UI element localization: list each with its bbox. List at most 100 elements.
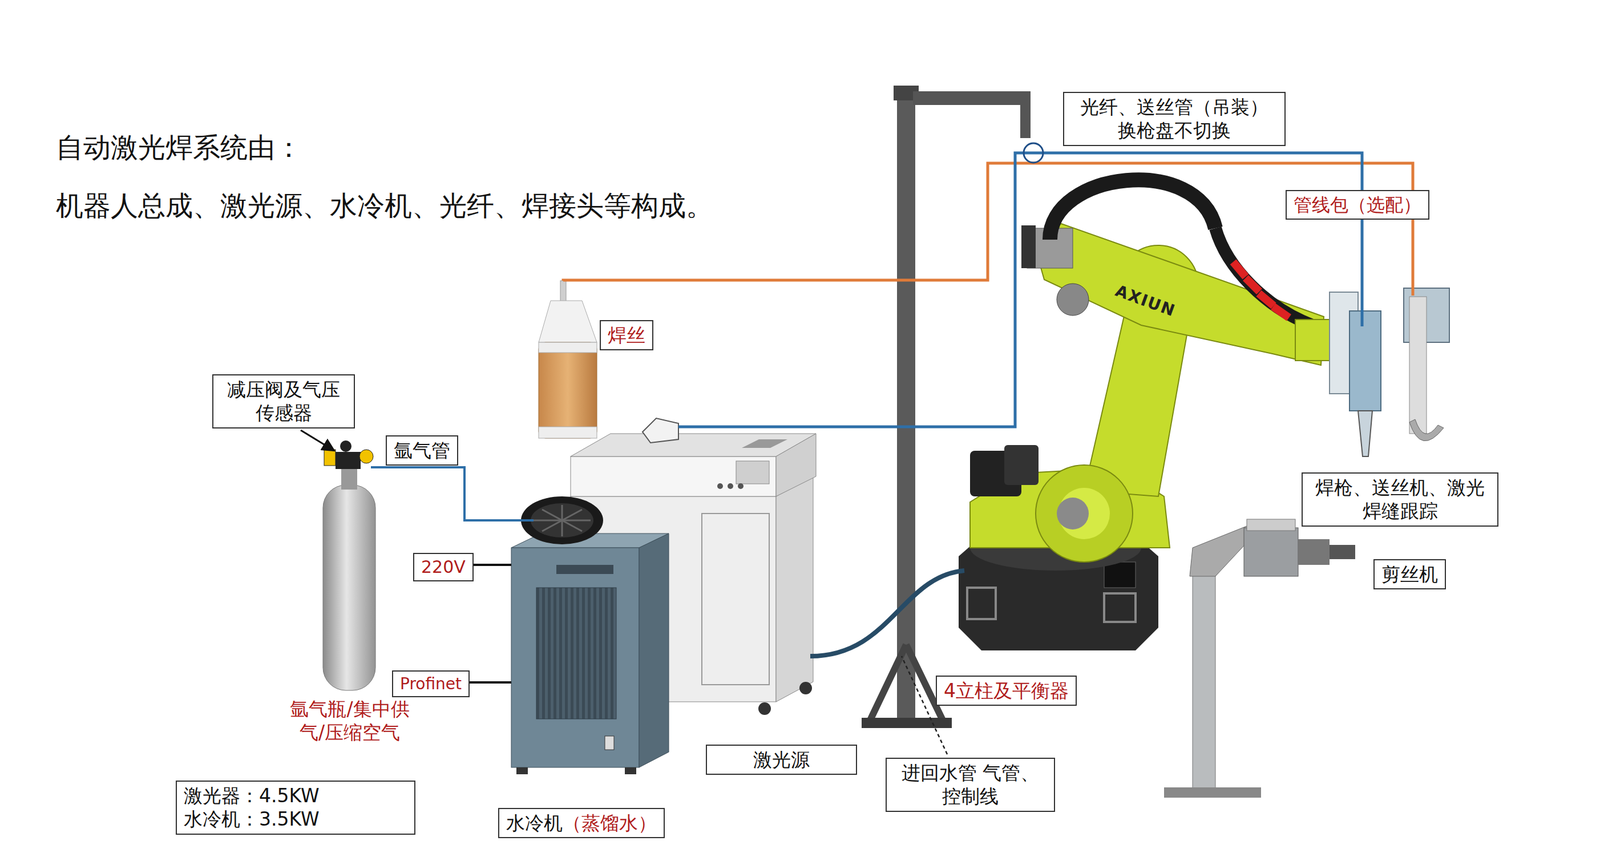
water-chiller	[511, 496, 669, 775]
weld-head	[1329, 288, 1450, 457]
pole-part	[1020, 104, 1031, 139]
pipes-and-wires-part	[678, 152, 1363, 427]
node-text: 水冷机	[506, 811, 563, 835]
callout-box: 减压阀及气压 传感器	[212, 374, 355, 429]
callout-box: 管线包（选配）	[1285, 190, 1430, 220]
robot-part	[1242, 275, 1263, 295]
laser-source-part	[701, 513, 770, 685]
subtitle: 机器人总成、激光源、水冷机、光纤、焊接头等构成。	[55, 188, 714, 223]
pipes-and-wires-part	[467, 681, 512, 684]
callout-box: 焊枪、送丝机、激光 焊缝跟踪	[1301, 472, 1499, 527]
wire-cutter	[1164, 519, 1356, 798]
part-label: 水冷机（蒸馏水）	[498, 807, 665, 839]
pipes-and-wires-part	[563, 163, 1413, 296]
node-text: Profinet	[400, 674, 462, 694]
water-chiller-part	[536, 587, 617, 719]
wire-cutter-part	[1246, 519, 1296, 531]
wire-cutter-part	[1192, 570, 1216, 789]
laser-source-part	[737, 483, 744, 490]
robot-part	[1230, 259, 1250, 280]
node-text: 激光源	[753, 748, 810, 771]
robot-part	[1295, 319, 1330, 361]
water-chiller-part	[542, 509, 583, 532]
title: 自动激光焊系统由：	[55, 130, 303, 165]
gas-cylinder-part	[340, 440, 352, 452]
node-text: 剪丝机	[1381, 563, 1438, 586]
wire-spool-part	[538, 342, 597, 439]
robot-part	[1032, 223, 1324, 366]
power-label: 220V	[413, 552, 474, 582]
laser-source-part	[642, 418, 679, 443]
laser-source-part	[727, 483, 734, 490]
node-text: 220V	[421, 556, 466, 577]
laser-source-part	[758, 702, 771, 715]
robot-part	[1104, 593, 1136, 622]
pipes-and-wires-part	[370, 467, 534, 521]
laser-source-part	[717, 483, 723, 490]
node-text: 焊丝	[607, 324, 646, 347]
gas-supply-label: 氩气瓶/集中供 气/压缩空气	[278, 697, 422, 745]
pipe-label: 氩气管	[385, 435, 459, 466]
wire-spool-part	[538, 426, 597, 439]
callout-box: 光纤、送丝管（吊装） 换枪盘不切换	[1063, 91, 1286, 147]
pipes-and-wires	[300, 143, 1413, 755]
robot-part	[1056, 283, 1089, 316]
robot-part	[1035, 465, 1133, 563]
node-text: 进回水管 气管、控制线	[901, 761, 1040, 808]
node-text: 焊枪、送丝机、激光 焊缝跟踪	[1315, 476, 1485, 523]
weld-head-part	[1409, 296, 1427, 434]
robot-part	[1004, 445, 1039, 486]
callout-box: 进回水管 气管、控制线	[885, 757, 1056, 812]
water-chiller-part	[639, 533, 669, 768]
wire-cutter-part	[1298, 539, 1330, 565]
weld-head-part	[1358, 410, 1373, 457]
wire-cutter-part	[1329, 544, 1356, 560]
wire-cutter-part	[1164, 787, 1262, 798]
laser-source-part	[776, 433, 816, 497]
node-text: 4立柱及平衡器	[943, 679, 1069, 702]
wire-cutter-part	[1243, 527, 1299, 577]
pipes-and-wires-part	[467, 563, 512, 567]
water-chiller-part	[556, 564, 614, 575]
laser-source-part	[570, 456, 777, 497]
node-text: 光纤、送丝管（吊装） 换枪盘不切换	[1080, 95, 1269, 142]
robot-part	[1255, 290, 1276, 310]
pipes-and-wires-part	[1023, 143, 1044, 163]
wire-spool	[538, 280, 597, 439]
gas-cylinder-part	[335, 451, 361, 470]
pole-part	[897, 90, 916, 721]
pipes-and-wires-part	[810, 570, 965, 657]
water-chiller-part	[604, 736, 614, 750]
wire-spool-part	[560, 280, 567, 302]
part-label: 激光源	[705, 744, 858, 775]
part-label: 焊丝	[599, 320, 654, 351]
node-text: 管线包（选配）	[1293, 194, 1422, 216]
weld-head-part	[1409, 419, 1444, 442]
gas-cylinder-part	[359, 449, 374, 464]
robot-part	[1021, 225, 1036, 269]
laser-source-part	[799, 681, 812, 695]
node-text: 激光器：4.5KW 水冷机：3.5KW	[183, 784, 338, 832]
bus-label: Profinet	[392, 670, 470, 698]
pole-part	[861, 717, 952, 729]
water-chiller-part	[530, 503, 594, 538]
water-chiller-part	[624, 767, 637, 775]
pole-part	[870, 644, 907, 721]
callout-box: 4立柱及平衡器	[935, 675, 1077, 706]
weld-head-part	[1349, 310, 1381, 411]
wire-spool-part	[538, 300, 597, 343]
node-text: 氩气管	[393, 439, 451, 462]
water-chiller-part	[516, 767, 528, 775]
robot-part	[1270, 303, 1292, 322]
robot-part	[1104, 562, 1136, 588]
node-text: （蒸馏水）	[562, 811, 657, 835]
part-label: 剪丝机	[1373, 559, 1446, 590]
robot-part	[967, 587, 996, 620]
gas-cylinder-part	[341, 466, 358, 490]
laser-source-part	[741, 439, 788, 448]
robot-part	[1215, 228, 1313, 326]
laser-source-part	[776, 476, 814, 702]
robot-part	[1056, 497, 1089, 530]
pole-part	[912, 91, 1031, 105]
